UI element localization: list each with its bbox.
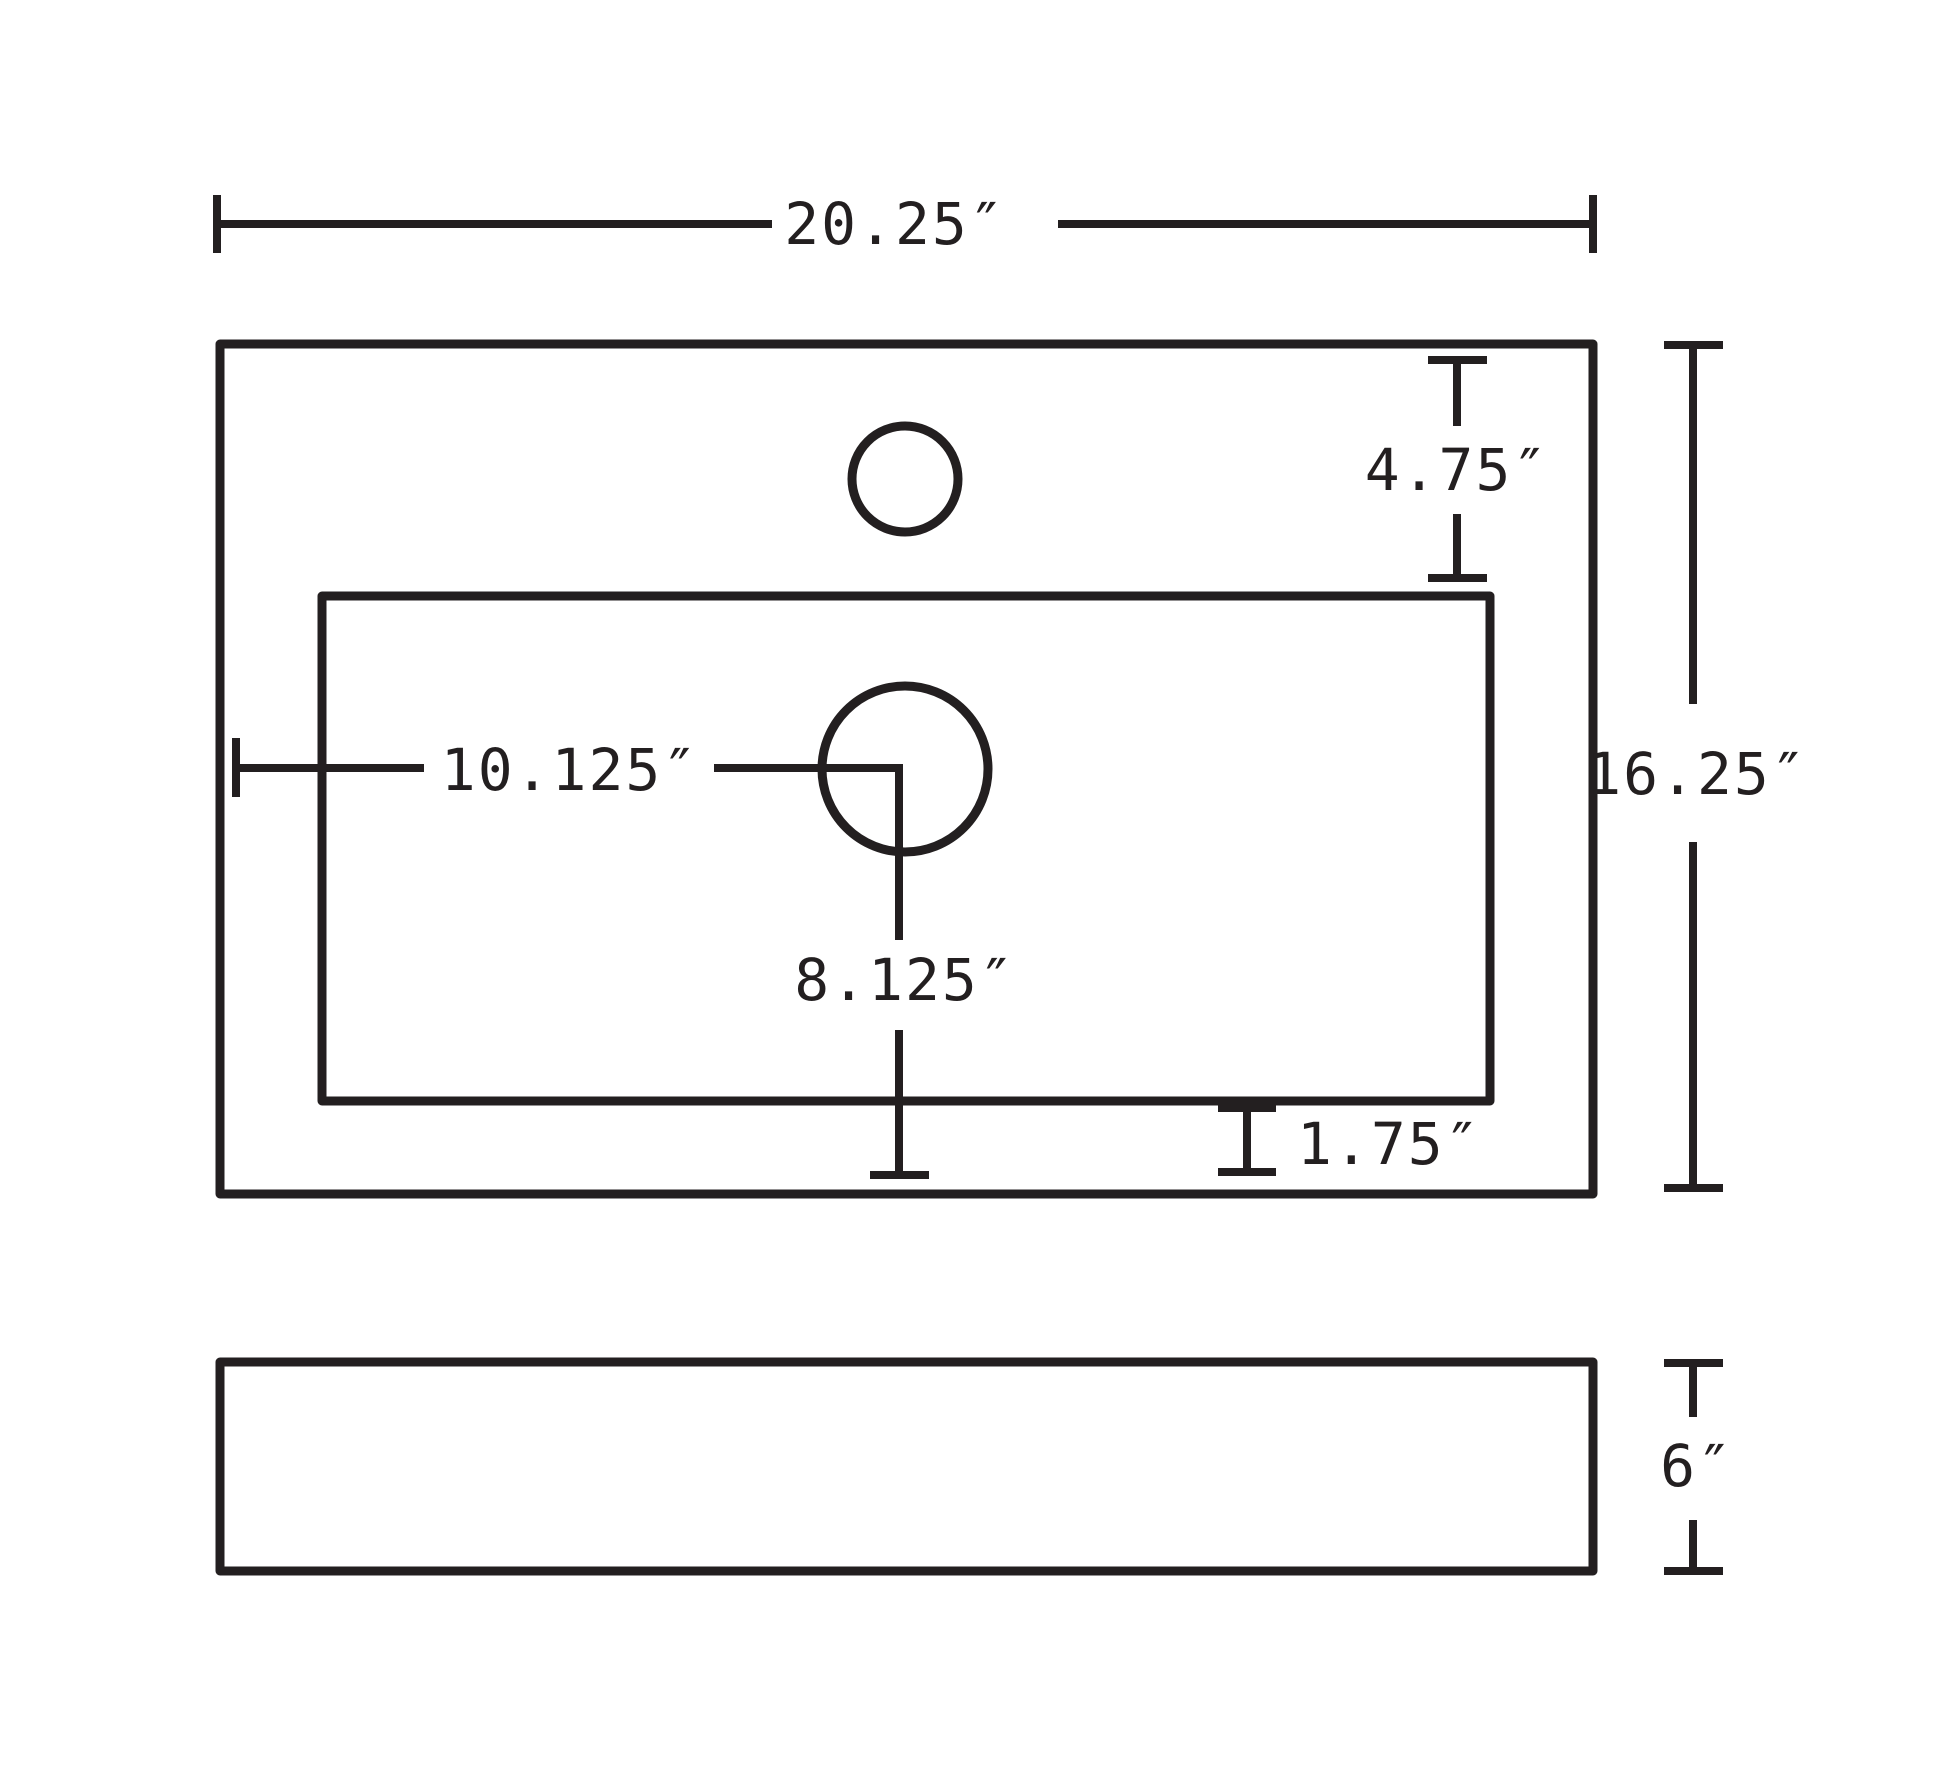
width-dimension: 20.25″ [213,190,1597,258]
drain-from-left-label: 10.125″ [441,736,699,804]
faucet-to-bowl-dimension: 4.75″ [1365,356,1550,582]
depth-label: 16.25″ [1586,740,1808,808]
front-rim-dimension: 1.75″ [1218,1104,1482,1178]
faucet-to-bowl-label: 4.75″ [1365,436,1550,504]
width-label: 20.25″ [784,190,1006,258]
drain-from-front-dimension: 8.125″ [794,764,1016,1179]
depth-dimension: 16.25″ [1586,341,1808,1192]
drain-from-front-label: 8.125″ [794,946,1016,1014]
height-dimension: 6″ [1660,1359,1734,1575]
basin-outline [317,591,1495,1106]
height-label: 6″ [1660,1432,1734,1500]
faucet-hole [847,421,963,537]
sink-top-outline [215,339,1598,1199]
drain-from-left-dimension: 10.125″ [232,736,903,804]
front-rim-label: 1.75″ [1297,1110,1482,1178]
sink-side-outline [215,1357,1598,1576]
